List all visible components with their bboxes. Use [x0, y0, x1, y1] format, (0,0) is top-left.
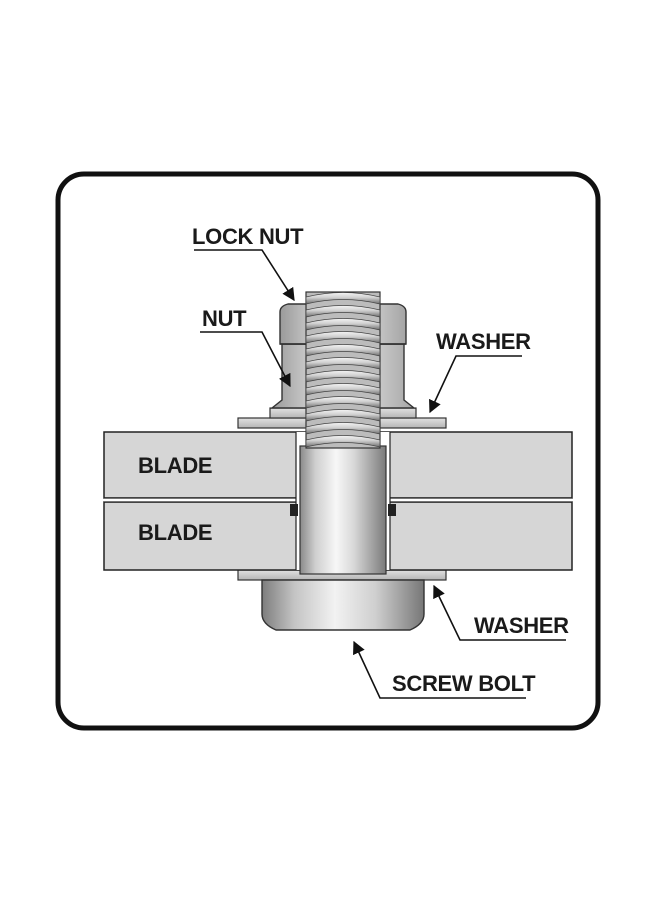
label-washer-bottom: WASHER: [474, 613, 569, 638]
thread-ridge: [305, 357, 381, 370]
bolt-thread: [305, 291, 381, 449]
label-lock-nut: LOCK NUT: [192, 224, 304, 249]
thread-ridge: [305, 318, 381, 331]
label-washer-top: WASHER: [436, 329, 531, 354]
thread-ridge: [305, 331, 381, 344]
screw-bolt-head: [261, 579, 425, 631]
thread-ridge: [305, 396, 381, 409]
label-screw-bolt: SCREW BOLT: [392, 671, 536, 696]
label-nut: NUT: [202, 306, 247, 331]
label-blade-bottom: BLADE: [138, 520, 212, 545]
thread-ridge: [305, 409, 381, 422]
thread-ridge: [305, 370, 381, 383]
thread-ridge: [305, 383, 381, 396]
thread-ridge: [305, 435, 381, 448]
thread-ridge: [305, 422, 381, 435]
thread-ridge: [305, 344, 381, 357]
label-blade-top: BLADE: [138, 453, 212, 478]
thread-ridge: [305, 292, 381, 305]
leader-lines: [194, 249, 566, 699]
bolt-shaft: [299, 445, 387, 575]
thread-ridge: [305, 305, 381, 318]
